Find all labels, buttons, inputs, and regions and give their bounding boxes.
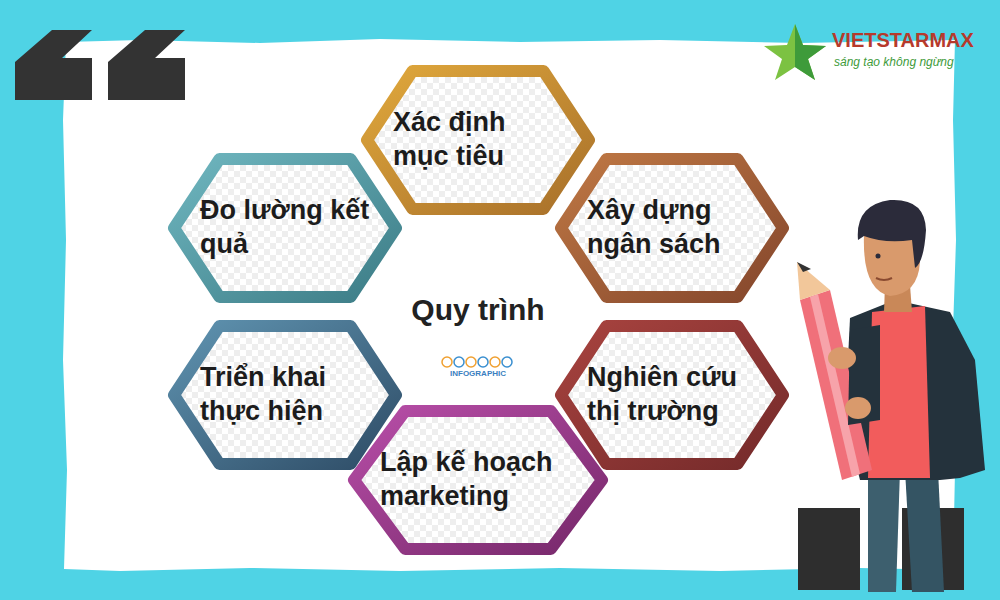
process-hexagon: Xác định mục tiêu	[361, 65, 595, 215]
man-face	[864, 232, 920, 296]
logo-star	[764, 24, 826, 80]
man-leg	[905, 470, 944, 592]
step-label: Lập kế hoạch marketing	[380, 446, 576, 514]
step-label: Triển khai thực hiện	[200, 361, 370, 429]
hexagon-fill	[561, 159, 783, 297]
step-label: Xác định mục tiêu	[393, 106, 563, 174]
text-group: Xác định mục tiêu	[393, 106, 563, 174]
quote-mark	[15, 30, 92, 100]
pencil-tip	[797, 262, 830, 300]
icon-caption: INFOGRAPHIC	[450, 370, 506, 379]
process-hexagon: Lập kế hoạch marketing	[348, 405, 608, 555]
logo-star	[764, 24, 826, 80]
text-group: Lập kế hoạch marketing	[380, 446, 576, 514]
hexagon-pattern	[174, 326, 396, 464]
pencil-point	[797, 262, 811, 272]
man-mouth	[876, 278, 892, 280]
hexagon-border	[354, 411, 602, 549]
center-title: Quy trình	[411, 293, 544, 327]
quote-mark	[108, 30, 185, 100]
hexagon-border	[561, 159, 783, 297]
hexagon-pattern	[561, 326, 783, 464]
step-label: Đo lường kết quả	[200, 194, 370, 262]
text-group: Nghiên cứu thị trường	[587, 361, 757, 429]
logo-star	[795, 24, 826, 80]
hexagon-fill	[367, 71, 589, 209]
hexagon-outline	[168, 153, 402, 303]
icon-dot	[502, 357, 512, 367]
man-hand	[845, 397, 871, 419]
hexagon-outline	[555, 320, 789, 470]
hexagon-fill	[561, 326, 783, 464]
man-hair	[858, 200, 926, 268]
icon-dot	[442, 357, 452, 367]
logo-name: VIETSTARMAX	[832, 29, 974, 51]
logo-tagline: sáng tạo không ngừng	[834, 56, 954, 69]
text-group: Đo lường kết quả	[200, 194, 370, 262]
text-group: Triển khai thực hiện	[200, 361, 370, 429]
man-illustration	[797, 200, 985, 592]
icon-dot	[466, 357, 476, 367]
hexagon-fill	[174, 326, 396, 464]
hexagon-border	[561, 326, 783, 464]
process-hexagon: Nghiên cứu thị trường	[555, 320, 789, 470]
man-leg	[868, 470, 900, 592]
hexagon-fill	[354, 411, 602, 549]
icon-dot	[490, 357, 500, 367]
hexagon-border	[174, 159, 396, 297]
hexagon-fill	[174, 159, 396, 297]
hexagon-pattern	[174, 159, 396, 297]
hexagon-pattern	[367, 71, 589, 209]
hexagon-pattern	[354, 411, 602, 549]
man-hand	[828, 347, 856, 369]
infographic-icon	[442, 357, 512, 367]
process-hexagon: Triển khai thực hiện	[168, 320, 402, 470]
step-label: Nghiên cứu thị trường	[587, 361, 757, 429]
hexagon-pattern	[561, 159, 783, 297]
quote-mark	[798, 508, 860, 590]
text-group: Xây dựng ngân sách	[587, 194, 757, 262]
step-label: Xây dựng ngân sách	[587, 194, 757, 262]
hexagon-outline	[361, 65, 595, 215]
hexagon-border	[367, 71, 589, 209]
process-hexagon: Xây dựng ngân sách	[555, 153, 789, 303]
white-panel	[63, 39, 956, 571]
hexagon-outline	[168, 320, 402, 470]
man-eye	[876, 254, 881, 259]
icon-dot	[478, 357, 488, 367]
icon-dot	[454, 357, 464, 367]
hexagon-outline	[555, 153, 789, 303]
process-hexagon: Đo lường kết quả	[168, 153, 402, 303]
hexagon-outline	[348, 405, 608, 555]
hexagon-border	[174, 326, 396, 464]
